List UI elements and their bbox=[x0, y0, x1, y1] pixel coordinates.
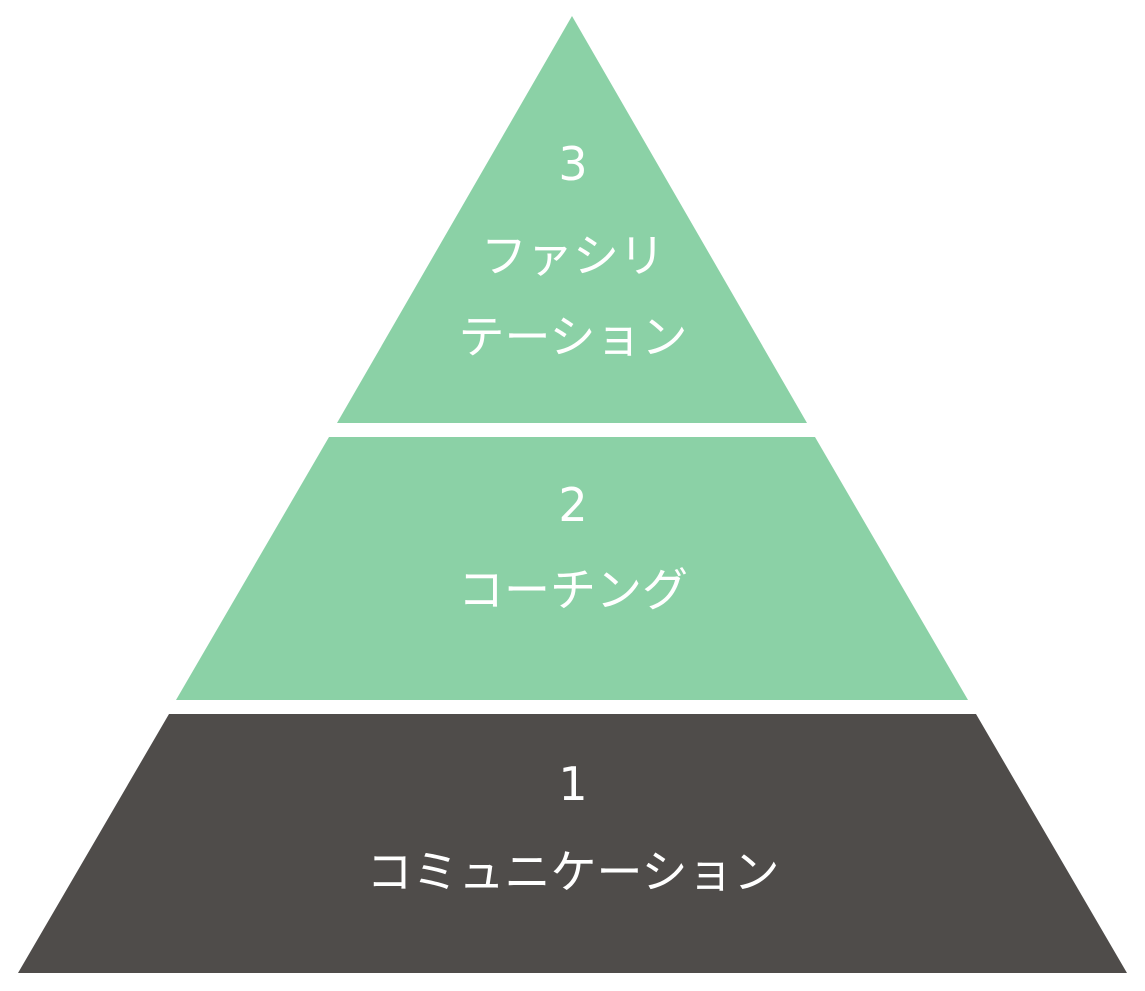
level-3-label-line-2: テーション bbox=[458, 310, 687, 364]
pyramid-level-2: 2 コーチング bbox=[176, 437, 968, 700]
level-1-shape bbox=[18, 714, 1127, 973]
level-3-shape bbox=[337, 16, 807, 423]
pyramid-level-3: 3 ファシリ テーション bbox=[337, 16, 807, 423]
level-3-label-line-1: ファシリ bbox=[481, 229, 665, 283]
level-2-shape bbox=[176, 437, 968, 700]
level-2-label: コーチング bbox=[458, 563, 688, 617]
level-2-number: 2 bbox=[558, 478, 587, 532]
level-3-number: 3 bbox=[558, 137, 587, 191]
level-1-number: 1 bbox=[558, 757, 587, 811]
level-1-label: コミュニケーション bbox=[366, 845, 779, 899]
pyramid-level-1: 1 コミュニケーション bbox=[18, 714, 1127, 973]
